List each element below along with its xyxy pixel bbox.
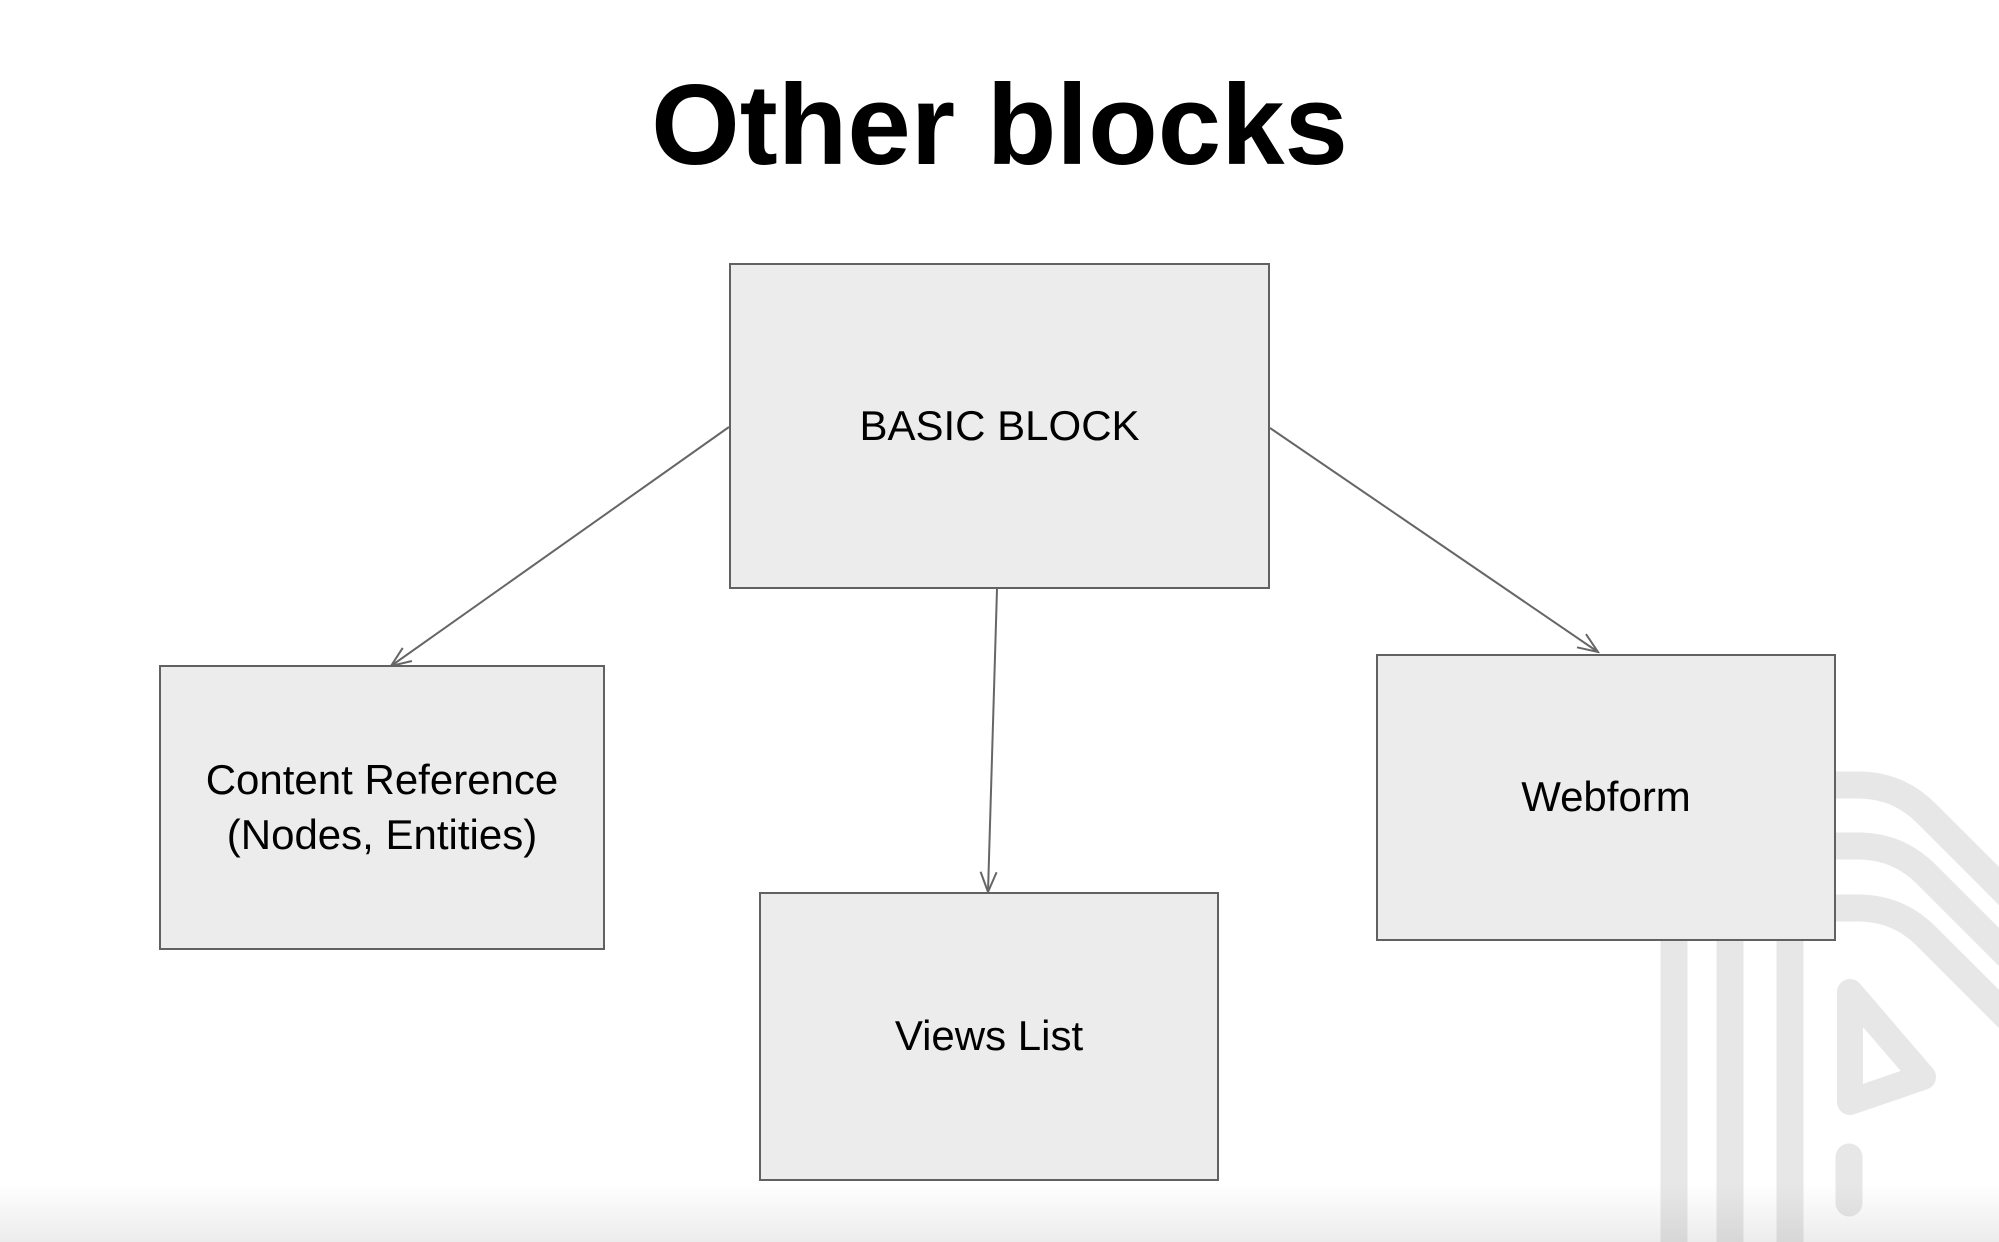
connector-basic-to-webform — [1269, 427, 1598, 652]
node-basic-block[interactable]: BASIC BLOCK — [729, 263, 1270, 589]
bottom-edge-gradient — [0, 1184, 1999, 1242]
node-views-list[interactable]: Views List — [759, 892, 1219, 1181]
watermark-triangle — [1837, 979, 1936, 1115]
slide-title: Other blocks — [651, 62, 1348, 189]
node-webform-label: Webform — [1521, 773, 1691, 821]
connector-basic-to-content — [391, 426, 730, 666]
node-content-reference[interactable]: Content Reference (Nodes, Entities) — [159, 665, 605, 950]
node-webform[interactable]: Webform — [1376, 654, 1836, 941]
connector-basic-to-views — [988, 588, 998, 892]
node-content-reference-label: Content Reference (Nodes, Entities) — [205, 755, 559, 858]
node-basic-block-label: BASIC BLOCK — [859, 401, 1140, 449]
node-views-list-label: Views List — [894, 1012, 1084, 1060]
